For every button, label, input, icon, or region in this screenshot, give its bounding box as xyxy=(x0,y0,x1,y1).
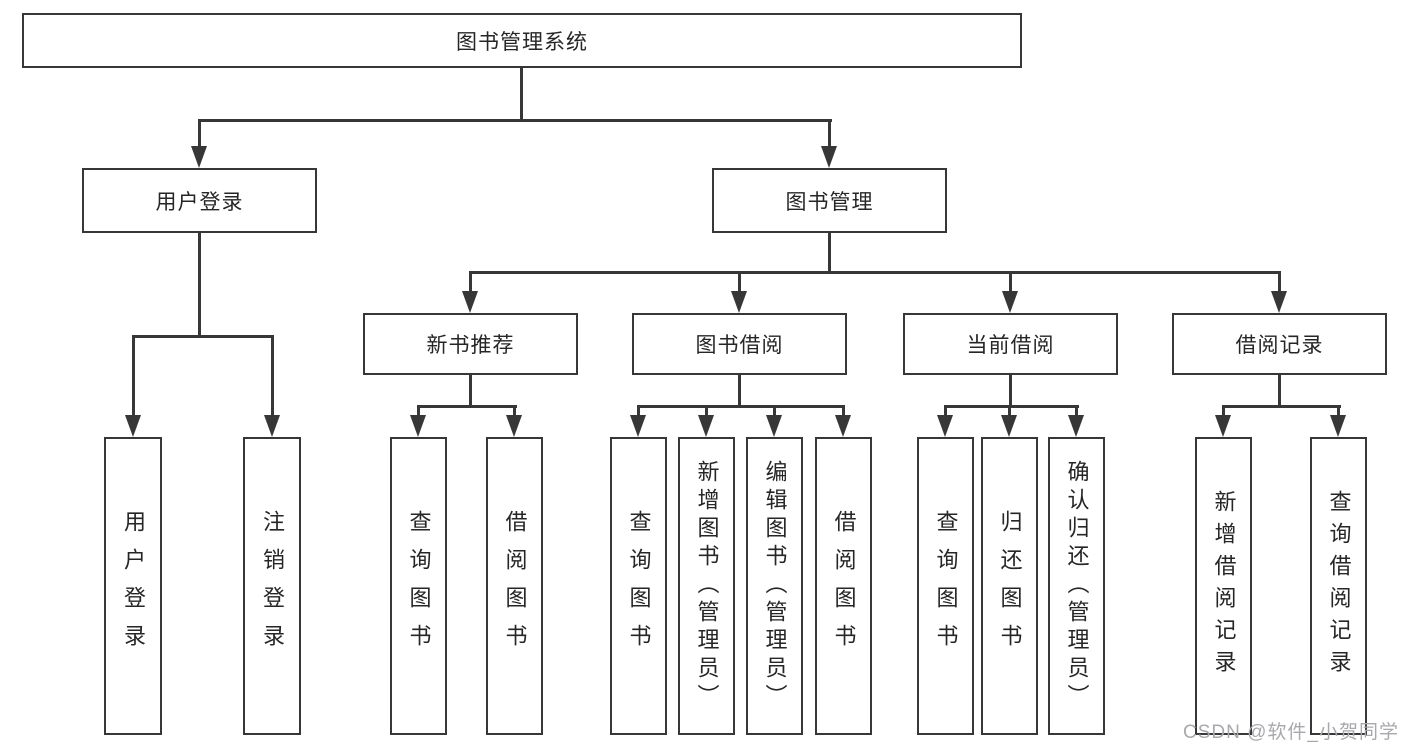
connector-line xyxy=(842,405,845,421)
node-label: 新书推荐 xyxy=(426,334,515,357)
arrow-down-icon xyxy=(698,415,714,437)
connector-line xyxy=(1009,271,1012,295)
node-label: 图书管理系统 xyxy=(456,30,588,54)
connector-line xyxy=(198,119,832,122)
node-label: 借阅图书 xyxy=(502,510,528,662)
arrow-down-icon xyxy=(731,291,747,313)
node-label: 用户登录 xyxy=(121,510,146,662)
connector-line xyxy=(1222,405,1341,408)
arrow-down-icon xyxy=(410,415,426,437)
node-label: 新增图书（管理员） xyxy=(694,460,720,712)
node-current-borrowing: 当前借阅 xyxy=(903,313,1118,375)
node-user-login-branch: 用户登录 xyxy=(82,168,317,233)
connector-line xyxy=(1278,373,1281,408)
connector-line xyxy=(469,373,472,408)
connector-line xyxy=(828,119,831,150)
arrow-down-icon xyxy=(1068,415,1084,437)
node-book-management-branch: 图书管理 xyxy=(712,168,947,233)
node-new-book-recommend: 新书推荐 xyxy=(363,313,578,375)
node-user-login: 用户登录 xyxy=(104,437,162,735)
node-borrow-books-recommend: 借阅图书 xyxy=(486,437,543,735)
arrow-down-icon xyxy=(1330,415,1346,437)
arrow-down-icon xyxy=(1215,415,1231,437)
arrow-down-icon xyxy=(937,415,953,437)
node-label: 图书管理 xyxy=(785,190,874,214)
arrow-down-icon xyxy=(1271,291,1287,313)
node-label: 查询图书 xyxy=(406,510,432,662)
connector-line xyxy=(417,405,420,421)
connector-line xyxy=(520,66,523,121)
connector-line xyxy=(738,271,741,295)
connector-line xyxy=(1278,271,1281,295)
connector-line xyxy=(198,231,201,338)
connector-line xyxy=(1337,405,1340,421)
node-label: 查询借阅记录 xyxy=(1326,490,1352,682)
connector-line xyxy=(705,405,708,421)
node-label: 当前借阅 xyxy=(966,334,1055,357)
arrow-down-icon xyxy=(264,415,280,437)
connector-line xyxy=(828,231,831,274)
connector-line xyxy=(513,405,516,421)
connector-line xyxy=(773,405,776,421)
node-label: 编辑图书（管理员） xyxy=(762,460,788,712)
node-label: 图书借阅 xyxy=(695,334,784,357)
node-label: 借阅记录 xyxy=(1235,334,1324,357)
connector-line xyxy=(1075,405,1078,421)
connector-line xyxy=(417,405,517,408)
connector-line xyxy=(637,405,640,421)
arrow-down-icon xyxy=(766,415,782,437)
node-query-books-borrow: 查询图书 xyxy=(610,437,667,735)
arrow-down-icon xyxy=(191,146,207,168)
connector-line xyxy=(132,335,135,419)
connector-line xyxy=(198,119,201,150)
node-add-borrow-record: 新增借阅记录 xyxy=(1195,437,1252,735)
connector-line xyxy=(469,271,472,295)
arrow-down-icon xyxy=(1001,415,1017,437)
csdn-watermark: CSDN @软件_小贺同学 xyxy=(1183,722,1399,743)
node-return-books: 归还图书 xyxy=(981,437,1038,735)
connector-line xyxy=(1222,405,1225,421)
node-logout: 注销登录 xyxy=(243,437,301,735)
arrow-down-icon xyxy=(125,415,141,437)
node-confirm-return-admin: 确认归还（管理员） xyxy=(1048,437,1105,735)
node-label: 新增借阅记录 xyxy=(1211,490,1237,682)
node-query-borrow-record: 查询借阅记录 xyxy=(1310,437,1367,735)
connector-line xyxy=(637,405,845,408)
arrow-down-icon xyxy=(630,415,646,437)
arrow-down-icon xyxy=(1002,291,1018,313)
node-query-books-recommend: 查询图书 xyxy=(390,437,447,735)
connector-line xyxy=(1008,405,1011,421)
connector-line xyxy=(944,405,947,421)
node-label: 用户登录 xyxy=(155,190,244,214)
node-label: 注销登录 xyxy=(260,510,285,662)
connector-line xyxy=(469,271,1281,274)
node-label: 归还图书 xyxy=(997,510,1023,662)
connector-line xyxy=(271,335,274,419)
node-borrowing-records: 借阅记录 xyxy=(1172,313,1387,375)
node-root-system: 图书管理系统 xyxy=(22,13,1022,68)
connector-line xyxy=(132,335,274,338)
node-query-books-current: 查询图书 xyxy=(917,437,974,735)
node-label: 确认归还（管理员） xyxy=(1064,460,1090,712)
node-label: 查询图书 xyxy=(933,510,959,662)
node-label: 借阅图书 xyxy=(831,510,857,662)
node-edit-books-admin: 编辑图书（管理员） xyxy=(746,437,803,735)
arrow-down-icon xyxy=(835,415,851,437)
node-borrow-books: 借阅图书 xyxy=(815,437,872,735)
connector-line xyxy=(738,373,741,408)
arrow-down-icon xyxy=(462,291,478,313)
node-label: 查询图书 xyxy=(626,510,652,662)
arrow-down-icon xyxy=(821,146,837,168)
node-book-borrowing: 图书借阅 xyxy=(632,313,847,375)
connector-line xyxy=(944,405,1079,408)
node-add-books-admin: 新增图书（管理员） xyxy=(678,437,735,735)
connector-line xyxy=(1009,373,1012,408)
arrow-down-icon xyxy=(506,415,522,437)
